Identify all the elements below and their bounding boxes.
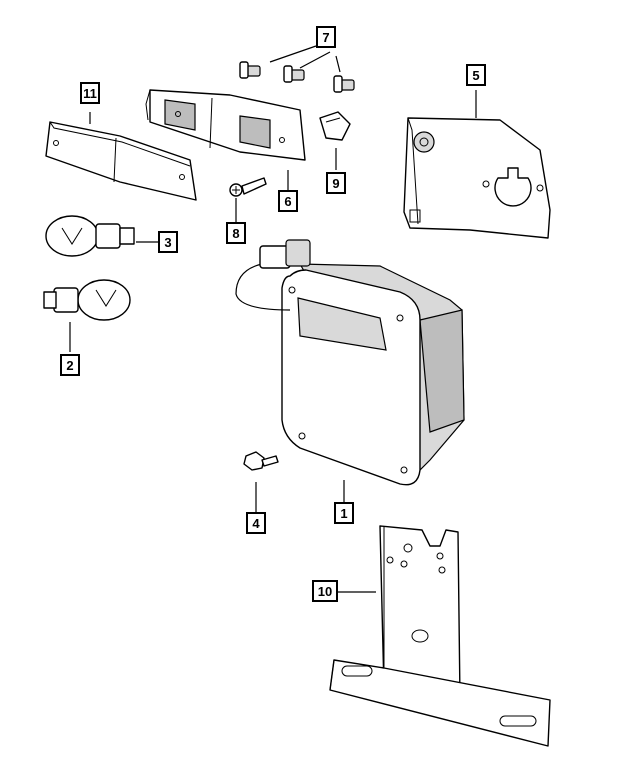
callout-7-label: 7: [322, 29, 330, 45]
callout-11-label: 11: [83, 85, 97, 101]
callout-8-label: 8: [232, 225, 240, 241]
callout-4: 4: [246, 512, 266, 534]
callout-3-label: 3: [164, 234, 172, 250]
screw-part-8: [229, 177, 267, 197]
bulb-socket-group: [239, 61, 355, 93]
callout-5-label: 5: [472, 67, 480, 83]
callout-6-label: 6: [284, 193, 292, 209]
callout-7: 7: [316, 26, 336, 48]
screw-part-4: [243, 451, 279, 471]
third-brake-lamp-housing: [145, 89, 306, 161]
mounting-bracket: [403, 117, 551, 239]
retaining-clip: [319, 111, 351, 141]
callout-6: 6: [278, 190, 298, 212]
bulb-socket-1: [239, 61, 261, 79]
bulb-socket-2: [283, 65, 305, 83]
third-brake-lamp-lens: [45, 121, 197, 201]
callout-10: 10: [312, 580, 338, 602]
bulb-part-2: [43, 279, 131, 321]
callout-5: 5: [466, 64, 486, 86]
callout-1-label: 1: [340, 505, 348, 521]
callout-4-label: 4: [252, 515, 260, 531]
callout-9-label: 9: [332, 175, 340, 191]
callout-11: 11: [80, 82, 100, 104]
callout-2-label: 2: [66, 357, 74, 373]
callout-3: 3: [158, 231, 178, 253]
leader-lines: [69, 90, 477, 593]
callout-1: 1: [334, 502, 354, 524]
callout-9: 9: [326, 172, 346, 194]
callout-8: 8: [226, 222, 246, 244]
bulb-part-3: [45, 215, 135, 257]
callout-2: 2: [60, 354, 80, 376]
license-plate-bracket: [329, 525, 551, 747]
callout-10-label: 10: [317, 583, 333, 599]
bulb-socket-3: [333, 75, 355, 93]
tail-lamp-assembly: [235, 239, 465, 486]
